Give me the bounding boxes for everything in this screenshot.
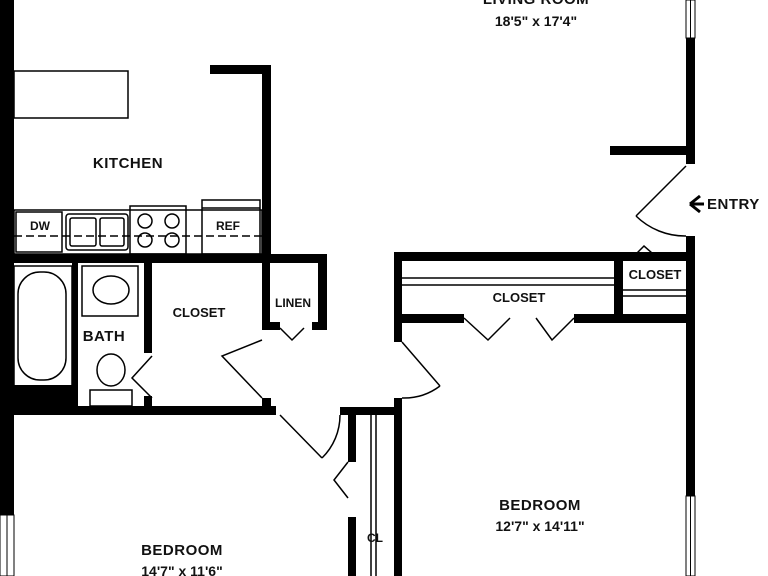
dishwasher-label: DW [30, 219, 51, 233]
doors [130, 165, 687, 499]
bath-floor [14, 385, 78, 409]
wall-entry-closet-left [614, 252, 623, 322]
bedroom-closet-bifold-left [463, 317, 511, 342]
burner [164, 213, 180, 229]
entry-closet-label: CLOSET [629, 267, 682, 282]
kitchen-sink [65, 213, 129, 251]
burner [137, 213, 153, 229]
wall-cl-left [348, 407, 356, 462]
entry-door [635, 165, 687, 237]
refrigerator-label: REF [216, 219, 240, 233]
entry-closet-bifold [629, 244, 661, 261]
wall-bedroom-closet-top [394, 252, 694, 261]
bath-vanity [81, 265, 139, 317]
wall-left-exterior [0, 0, 14, 576]
entry-label: ENTRY [707, 196, 760, 213]
kitchen-name: KITCHEN [93, 155, 163, 172]
toilet-tank [89, 389, 133, 407]
linen-label: LINEN [275, 296, 311, 310]
bath-fixtures [13, 265, 139, 407]
cl-door [333, 461, 349, 499]
bath-name: BATH [83, 328, 126, 345]
bathtub-inner [17, 271, 67, 381]
bedroom-left-door [279, 414, 341, 459]
wall-bath-inner [72, 263, 78, 409]
toilet-bowl [96, 353, 126, 387]
bedroom-closet-bifold-right [535, 317, 575, 342]
wall-linen-right [318, 254, 327, 330]
wall-right-mid [686, 236, 695, 496]
wall-cl-left-lower [348, 517, 356, 576]
bedroom-right-dims: 12'7" x 14'11" [495, 518, 584, 534]
bedroom-right-name: BEDROOM [499, 497, 581, 514]
range [129, 205, 187, 255]
dishwasher [15, 211, 63, 253]
windows [0, 0, 696, 576]
entry-marker: ENTRY [689, 194, 760, 214]
bedroom-left-name: BEDROOM [141, 542, 223, 559]
living-room-name: LIVING ROOM [483, 0, 589, 8]
bath-closet-door [130, 355, 153, 399]
wall-linen-bottom-right [312, 322, 327, 330]
wall-bedroom-closet-bottom-a [394, 314, 464, 323]
wall-kitchen-bottom [14, 254, 326, 263]
living-room-dims: 18'5" x 17'4" [495, 13, 577, 29]
wall-bedroom-closet-left [394, 252, 402, 342]
wall-bath-right [144, 263, 152, 353]
wall-kitchen-top [210, 65, 270, 74]
wall-bedroom-closet-bottom-b [574, 314, 694, 323]
burner [137, 232, 153, 248]
labels: LIVING ROOM 18'5" x 17'4" KITCHEN BATH B… [30, 0, 760, 576]
wall-living-stub [610, 146, 694, 155]
burner [164, 232, 180, 248]
bathtub [13, 265, 73, 387]
closet-door [220, 339, 263, 399]
kitchen-island [13, 70, 129, 119]
bedroom-left-dims: 14'7" x 11'6" [141, 563, 222, 576]
wall-middle-stub [262, 398, 271, 415]
wall-middle-horizontal [14, 406, 276, 415]
wall-bath-right-lower [144, 396, 152, 410]
wall-linen-bottom-left [262, 322, 280, 330]
wall-linen-left [262, 254, 270, 330]
bedroom-closet-label: CLOSET [493, 290, 546, 305]
refrigerator [201, 199, 261, 255]
kitchen-fixtures [13, 70, 263, 255]
cl-closet-rods [370, 415, 377, 576]
bedroom-right-door [401, 341, 441, 399]
linen-door [279, 327, 305, 342]
wall-cl-right [394, 398, 402, 576]
bath-closet-label: CLOSET [173, 305, 226, 320]
wall-kitchen-right [262, 65, 271, 255]
left-arrow-icon [689, 194, 704, 214]
kitchen-sink-basin-right [99, 217, 125, 247]
wall-hall-top [340, 407, 402, 415]
wall-right-upper [686, 38, 695, 164]
kitchen-sink-basin-left [69, 217, 97, 247]
walls [0, 0, 695, 576]
bath-sink [92, 275, 130, 305]
cl-label: CL [367, 531, 383, 545]
